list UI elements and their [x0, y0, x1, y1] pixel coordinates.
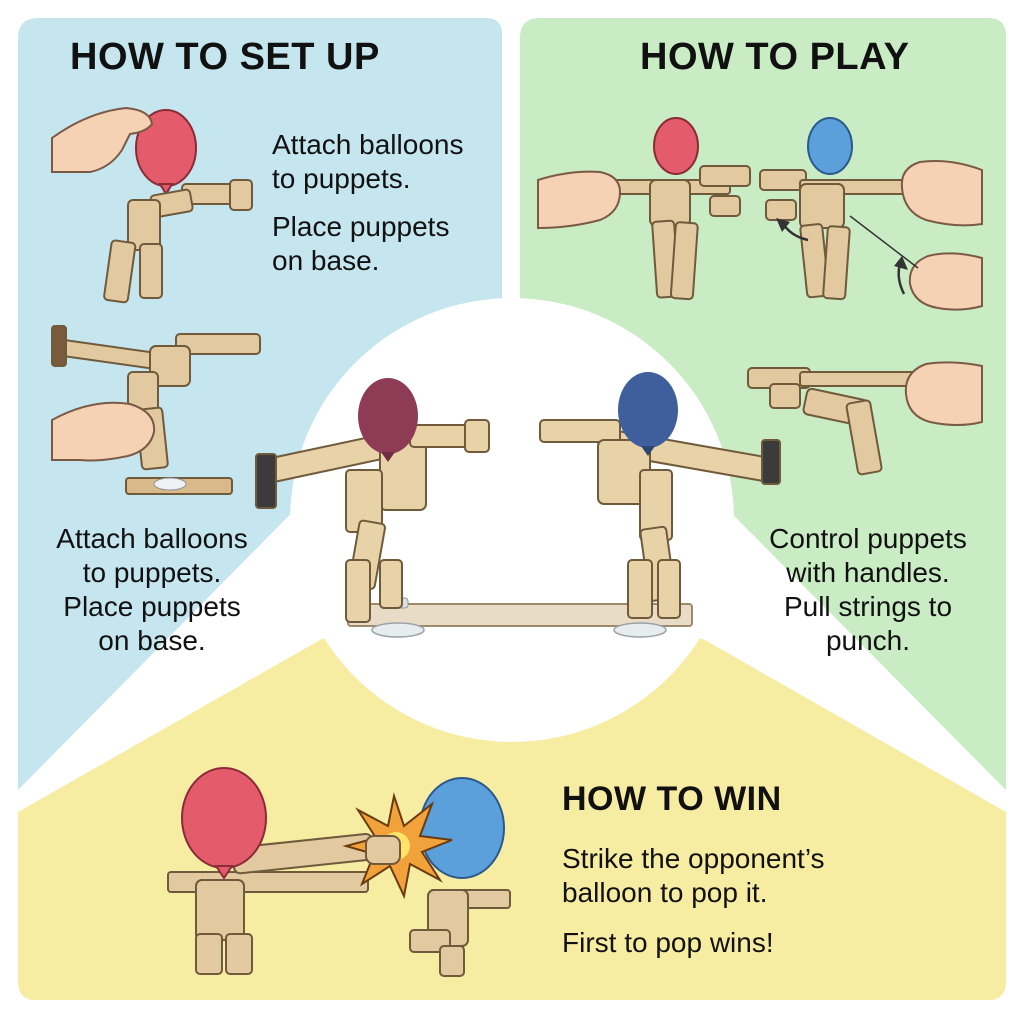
play-line2: with handles.: [786, 557, 950, 588]
win-line2: balloon to pop it.: [562, 877, 768, 908]
win-title: HOW TO WIN: [562, 780, 782, 818]
left-center-balloon: [358, 378, 418, 454]
hand-icon: [51, 106, 154, 173]
play-line1: Control puppets: [769, 523, 967, 554]
setup-step1-line1: Attach balloons: [272, 129, 464, 160]
setup-step1-illustration: [51, 106, 253, 304]
setup-step2-illustration: [51, 325, 261, 495]
play-title: HOW TO PLAY: [640, 36, 910, 78]
play-text: Control puppets with handles. Pull strin…: [752, 522, 984, 658]
setup-step1-line4: on base.: [272, 245, 380, 276]
play-line4: punch.: [825, 625, 911, 656]
win-line1: Strike the opponent’s: [562, 843, 825, 874]
center-puppets-photo: [255, 372, 781, 638]
balloon-icon: [181, 767, 267, 869]
hand-icon: [908, 252, 983, 311]
suction-cup-right: [613, 622, 667, 638]
play-step1-illustration: [537, 117, 983, 311]
balloon-icon: [807, 117, 853, 175]
hand-icon: [537, 170, 622, 230]
setup-step2-line1: Attach balloons: [56, 523, 248, 554]
win-illustration: [167, 767, 511, 977]
balloon-icon: [653, 117, 699, 175]
setup-step1-text: Attach balloons to puppets. Place puppet…: [272, 128, 463, 278]
setup-title: HOW TO SET UP: [70, 36, 380, 78]
win-text: Strike the opponent’s balloon to pop it.…: [562, 842, 825, 960]
setup-step2-line3: Place puppets: [63, 591, 241, 622]
hand-icon: [904, 361, 983, 426]
setup-step2-line4: on base.: [98, 625, 206, 656]
play-step2-illustration: [747, 361, 983, 476]
setup-step2-text: Attach balloons to puppets. Place puppet…: [40, 522, 264, 658]
win-panel: [18, 600, 1006, 1000]
setup-step2-line2: to puppets.: [82, 557, 222, 588]
suction-cup-left: [371, 622, 425, 638]
setup-step1-line3: Place puppets: [272, 211, 450, 242]
hand-icon: [51, 401, 156, 462]
win-line3: First to pop wins!: [562, 927, 774, 958]
setup-step1-line2: to puppets.: [272, 163, 411, 194]
balloon-icon: [419, 777, 505, 879]
play-panel: [520, 18, 1006, 790]
right-center-balloon: [618, 372, 678, 448]
play-line3: Pull strings to: [783, 591, 953, 622]
hand-icon: [900, 160, 983, 227]
